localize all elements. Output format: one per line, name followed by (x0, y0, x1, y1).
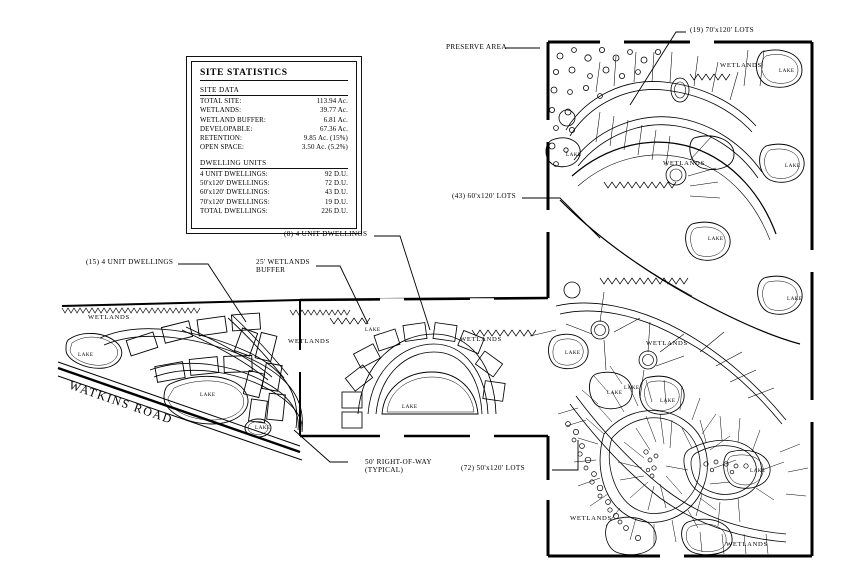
site-statistics-panel: SITE STATISTICS SITE DATA TOTAL SITE: 11… (186, 56, 362, 234)
map-label-wetlands: WETLANDS (570, 515, 612, 522)
wetland-fringe (61, 73, 731, 337)
south-lot-lines (557, 365, 809, 555)
annotation-preserve-area: PRESERVE AREA (446, 43, 507, 51)
stat-label: 50'x120' DWELLINGS: (200, 180, 270, 188)
stat-label: RETENTION: (200, 135, 243, 143)
south-water (605, 449, 771, 556)
stat-row-50x120-dwellings: 50'x120' DWELLINGS: 72 D.U. (200, 179, 348, 188)
stat-value: 9.85 Ac. (15%) (303, 135, 348, 143)
stat-row-wetlands: WETLANDS: 39.77 Ac. (200, 106, 348, 115)
south-tree-fringe (565, 421, 749, 541)
watkins-road-edge (57, 361, 303, 461)
map-label-wetlands: WETLANDS (288, 338, 330, 345)
stat-value: 6.81 Ac. (323, 116, 348, 124)
annotation-60x120-lots: (43) 60'x120' LOTS (452, 192, 516, 200)
map-label-wetlands: WETLANDS (646, 340, 688, 347)
watkins-road (57, 366, 301, 454)
stat-label: 70'x120' DWELLINGS: (200, 198, 270, 206)
east-middle (529, 281, 787, 425)
map-label-wetlands: WETLANDS (726, 541, 768, 548)
stat-row-total-site: TOTAL SITE: 113.94 Ac. (200, 97, 348, 106)
site-data-section: SITE DATA TOTAL SITE: 113.94 Ac. WETLAND… (200, 86, 348, 153)
stat-value: 113.94 Ac. (316, 98, 348, 105)
stat-row-wetland-buffer: WETLAND BUFFER: 6.81 Ac. (200, 116, 348, 125)
west-parcel-boundary (61, 299, 301, 307)
annotation-15-four-unit-dwellings: (15) 4 UNIT DWELLINGS (86, 258, 174, 266)
stat-value: 67.36 Ac. (320, 125, 348, 133)
map-label-lake: LAKE (565, 350, 581, 356)
dwelling-units-heading: DWELLING UNITS (200, 159, 348, 169)
stat-label: 60'x120' DWELLINGS: (200, 189, 270, 197)
annotation-right-of-way-line1: 50' RIGHT-OF-WAY (365, 458, 432, 466)
map-label-lake: LAKE (365, 327, 381, 333)
map-linework (57, 40, 814, 558)
map-label-wetlands: WETLANDS (460, 336, 502, 343)
north-lot-lines (595, 49, 765, 199)
four-unit-buildings (125, 312, 286, 424)
stat-label: DEVELOPABLE: (200, 125, 253, 133)
map-label-lake: LAKE (750, 468, 766, 474)
east-south (557, 365, 809, 556)
middle-lot-lines (529, 291, 775, 399)
map-label-wetlands: WETLANDS (663, 160, 705, 167)
stat-value: 3.50 Ac. (5.2%) (301, 144, 348, 152)
map-label-lake: LAKE (255, 425, 271, 431)
middle-lakes (548, 333, 685, 415)
property-boundary (299, 40, 814, 558)
stat-row-60x120-dwellings: 60'x120' DWELLINGS: 43 D.U. (200, 188, 348, 197)
stat-label: TOTAL SITE: (200, 98, 242, 105)
north-lakes (545, 49, 805, 315)
annotation-wetlands-buffer-line2: BUFFER (256, 266, 286, 275)
annotation-wetlands-buffer-line1: 25' WETLANDS (256, 258, 310, 266)
stat-value: 72 D.U. (324, 180, 348, 188)
map-label-lake: LAKE (785, 163, 801, 169)
central-neighborhood (341, 322, 506, 429)
east-north (545, 47, 805, 345)
map-label-lake: LAKE (624, 385, 640, 391)
map-label-lake: LAKE (779, 68, 795, 74)
stat-value: 19 D.U. (324, 198, 348, 206)
stat-row-4-unit-dwellings: 4 UNIT DWELLINGS: 92 D.U. (200, 170, 348, 179)
map-label-wetlands: WETLANDS (720, 62, 762, 69)
stat-label: TOTAL DWELLINGS: (200, 207, 268, 215)
map-label-wetlands: WETLANDS (88, 314, 130, 321)
annotation-50x120-lots: (72) 50'x120' LOTS (461, 464, 525, 472)
map-label-lake: LAKE (402, 404, 418, 410)
west-neighborhood (65, 312, 303, 438)
map-label-lake: LAKE (200, 392, 216, 398)
stat-value: 226 D.U. (321, 207, 348, 215)
dwelling-units-section: DWELLING UNITS 4 UNIT DWELLINGS: 92 D.U.… (200, 159, 348, 216)
central-buildings (341, 322, 506, 429)
annotation-70x120-lots: (19) 70'x120' LOTS (690, 26, 754, 34)
stat-row-developable: DEVELOPABLE: 67.36 Ac. (200, 125, 348, 134)
stat-row-70x120-dwellings: 70'x120' DWELLINGS: 19 D.U. (200, 198, 348, 207)
stat-value: 43 D.U. (324, 189, 348, 197)
stat-value: 39.77 Ac. (320, 107, 348, 115)
map-label-lake: LAKE (607, 390, 623, 396)
stat-label: WETLAND BUFFER: (200, 116, 266, 124)
stat-label: OPEN SPACE: (200, 144, 245, 152)
stat-row-retention: RETENTION: 9.85 Ac. (15%) (200, 134, 348, 143)
stat-label: WETLANDS: (200, 107, 242, 115)
stat-row-total-dwellings: TOTAL DWELLINGS: 226 D.U. (200, 207, 348, 216)
annotation-wetlands-buffer: 25' WETLANDS BUFFER (256, 258, 326, 275)
stat-row-open-space: OPEN SPACE: 3.50 Ac. (5.2%) (200, 143, 348, 152)
annotation-right-of-way-line2: (TYPICAL) (365, 466, 404, 475)
preserve-area-trees (548, 47, 662, 167)
site-statistics-title: SITE STATISTICS (200, 68, 348, 81)
map-label-lake: LAKE (708, 236, 724, 242)
stat-value: 92 D.U. (324, 170, 348, 178)
map-label-lake: LAKE (78, 352, 94, 358)
map-label-lake: LAKE (787, 296, 803, 302)
stat-label: 4 UNIT DWELLINGS: (200, 170, 268, 178)
map-label-lake: LAKE (660, 398, 676, 404)
annotation-right-of-way: 50' RIGHT-OF-WAY (TYPICAL) (365, 458, 457, 475)
annotation-8-four-unit-dwellings: (8) 4 UNIT DWELLINGS (284, 230, 368, 238)
west-lakes (65, 333, 272, 438)
map-label-lake: LAKE (566, 152, 582, 158)
site-data-heading: SITE DATA (200, 86, 348, 96)
